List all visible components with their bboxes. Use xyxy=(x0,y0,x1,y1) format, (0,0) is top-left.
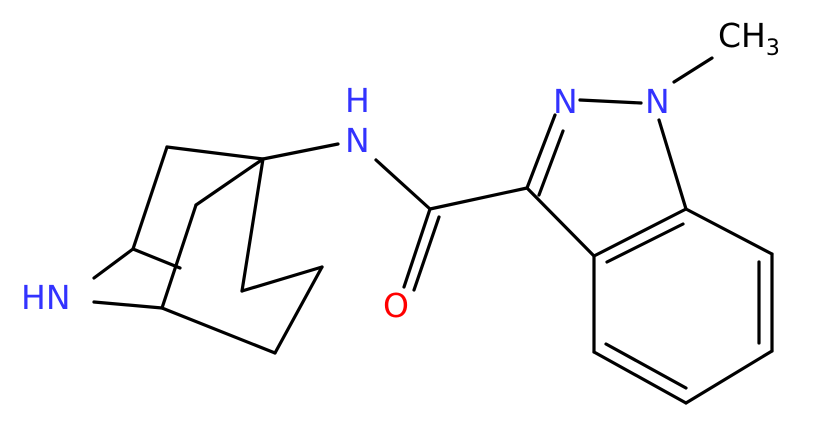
amide-nitrogen-label: N xyxy=(345,121,370,160)
bond-layer xyxy=(92,56,774,405)
bond-c3a-c7a xyxy=(592,207,688,258)
oxygen-label: O xyxy=(383,286,409,325)
bond-c3-n2-2 xyxy=(537,129,565,197)
bond-c2-c3 xyxy=(131,145,169,251)
bond-n-c5 xyxy=(92,300,164,310)
bond-nh-carbonyl xyxy=(374,158,432,211)
bond-n1-methyl xyxy=(672,56,714,84)
bond-n1-c7a xyxy=(657,118,688,211)
bond-c4-c5 xyxy=(160,203,198,310)
bond-carbonyl-o-1 xyxy=(402,207,432,289)
bond-c1-nh xyxy=(261,142,340,161)
pyrazole-n1-label: N xyxy=(645,82,670,121)
methyl-group-label: CH3 xyxy=(718,16,780,61)
bond-c5-c4 xyxy=(592,350,688,405)
bond-n-c3 xyxy=(92,247,135,280)
bond-c6-c7 xyxy=(240,265,324,293)
methyl-subscript: 3 xyxy=(766,36,780,61)
bond-c6-c5 xyxy=(684,349,774,405)
bond-c3-n2-1 xyxy=(525,113,557,190)
bond-c3-c3a xyxy=(525,186,596,258)
bond-carbonyl-c3 xyxy=(428,186,529,211)
bond-carbonyl-o-2 xyxy=(412,215,441,292)
bond-c3a-c7a-inner xyxy=(605,222,685,264)
cage-nitrogen-label: HN xyxy=(21,278,71,317)
bond-c7a-c7 xyxy=(684,207,774,256)
bond-c1-c2 xyxy=(165,145,265,161)
bond-c3-c9 xyxy=(131,247,182,270)
bond-c1-c6 xyxy=(240,157,265,293)
bond-c5-c4-inner xyxy=(604,342,688,390)
amide-hydrogen-label: H xyxy=(345,81,370,120)
bond-c8-c5 xyxy=(160,306,277,355)
bond-c1-c4 xyxy=(194,157,265,207)
bond-c7-c8 xyxy=(273,265,324,355)
methyl-ch-text: CH xyxy=(718,16,766,55)
pyrazole-n2-label: N xyxy=(553,82,578,121)
bond-n2-n1 xyxy=(578,98,643,105)
atom-labels: N H N N O HN CH3 xyxy=(21,16,780,325)
